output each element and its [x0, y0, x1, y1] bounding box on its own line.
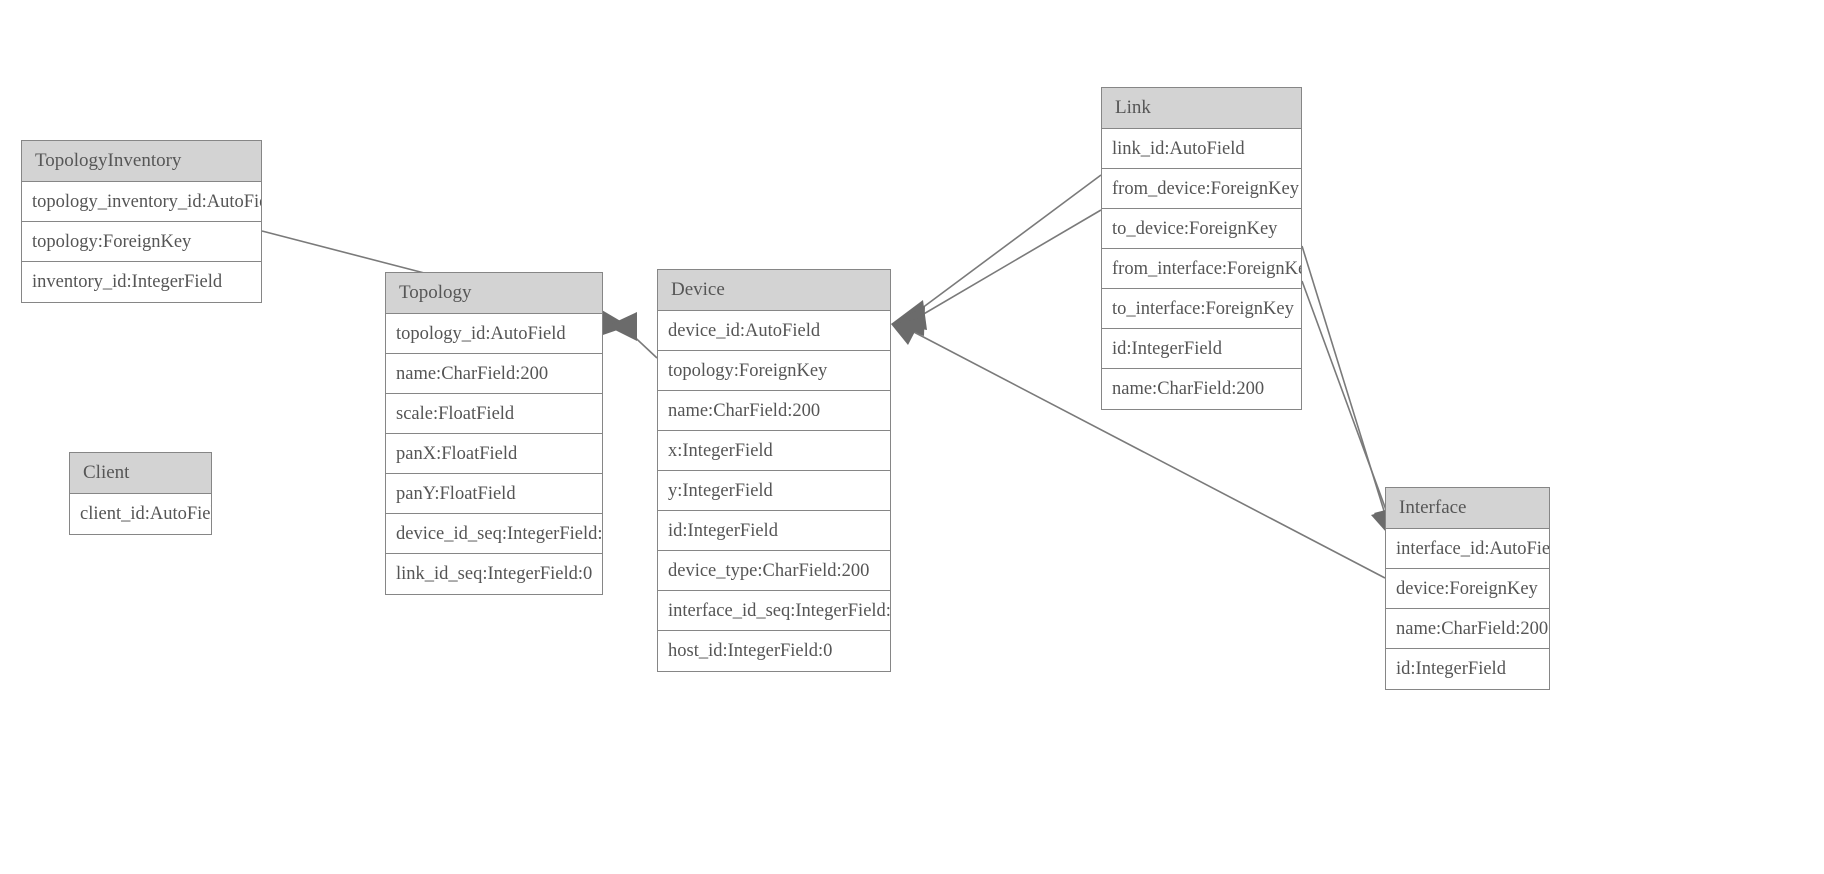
entity-client[interactable]: Client client_id:AutoField	[69, 452, 212, 535]
entity-link[interactable]: Link link_id:AutoField from_device:Forei…	[1101, 87, 1302, 410]
field-row: id:IntegerField	[1396, 659, 1506, 679]
field-row: name:CharField:200	[1112, 379, 1265, 399]
relation-link-from-device	[891, 174, 1102, 330]
field-row: inventory_id:IntegerField	[32, 272, 223, 292]
entity-topology[interactable]: Topology topology_id:AutoField name:Char…	[385, 272, 603, 595]
field-row: link_id_seq:IntegerField:0	[396, 564, 593, 584]
entity-interface[interactable]: Interface interface_id:AutoField device:…	[1385, 487, 1550, 690]
field-row: topology:ForeignKey	[658, 351, 890, 391]
field-row: host_id:IntegerField:0	[668, 641, 833, 661]
field-row: device_type:CharField:200	[658, 551, 890, 591]
entity-fields-client: client_id:AutoField	[70, 494, 211, 534]
entity-fields-interface: interface_id:AutoField device:ForeignKey…	[1386, 529, 1549, 689]
entity-title-topologyinventory: TopologyInventory	[22, 141, 261, 182]
field-row: y:IntegerField	[658, 471, 890, 511]
entity-fields-topology: topology_id:AutoField name:CharField:200…	[386, 314, 602, 594]
field-row: name:CharField:200	[1386, 609, 1549, 649]
field-row: topology:ForeignKey	[22, 222, 261, 262]
relation-device-topology	[607, 312, 658, 359]
field-row: name:CharField:200	[658, 391, 890, 431]
field-row: interface_id:AutoField	[1386, 529, 1549, 569]
field-row: interface_id_seq:IntegerField:0	[658, 591, 890, 631]
field-row: x:IntegerField	[658, 431, 890, 471]
field-row: panX:FloatField	[386, 434, 602, 474]
field-row: from_interface:ForeignKey	[1102, 249, 1301, 289]
entity-topologyinventory[interactable]: TopologyInventory topology_inventory_id:…	[21, 140, 262, 303]
field-row: device_id:AutoField	[658, 311, 890, 351]
field-row: scale:FloatField	[386, 394, 602, 434]
entity-title-interface: Interface	[1386, 488, 1549, 529]
entity-fields-link: link_id:AutoField from_device:ForeignKey…	[1102, 129, 1301, 409]
field-row: name:CharField:200	[386, 354, 602, 394]
entity-title-topology: Topology	[386, 273, 602, 314]
field-row: id:IntegerField	[1102, 329, 1301, 369]
entity-device[interactable]: Device device_id:AutoField topology:Fore…	[657, 269, 891, 672]
entity-fields-device: device_id:AutoField topology:ForeignKey …	[658, 311, 890, 671]
entity-title-device: Device	[658, 270, 890, 311]
entity-title-client: Client	[70, 453, 211, 494]
field-row: client_id:AutoField	[80, 504, 211, 524]
field-row: topology_inventory_id:AutoField	[22, 182, 261, 222]
entity-title-link: Link	[1102, 88, 1301, 129]
field-row: id:IntegerField	[658, 511, 890, 551]
field-row: link_id:AutoField	[1102, 129, 1301, 169]
field-row: to_interface:ForeignKey	[1102, 289, 1301, 329]
field-row: to_device:ForeignKey	[1102, 209, 1301, 249]
field-row: device_id_seq:IntegerField:0	[386, 514, 602, 554]
field-row: topology_id:AutoField	[386, 314, 602, 354]
field-row: from_device:ForeignKey	[1102, 169, 1301, 209]
entity-fields-topologyinventory: topology_inventory_id:AutoField topology…	[22, 182, 261, 302]
field-row: panY:FloatField	[386, 474, 602, 514]
relation-link-to-device	[891, 209, 1102, 336]
field-row: device:ForeignKey	[1386, 569, 1549, 609]
